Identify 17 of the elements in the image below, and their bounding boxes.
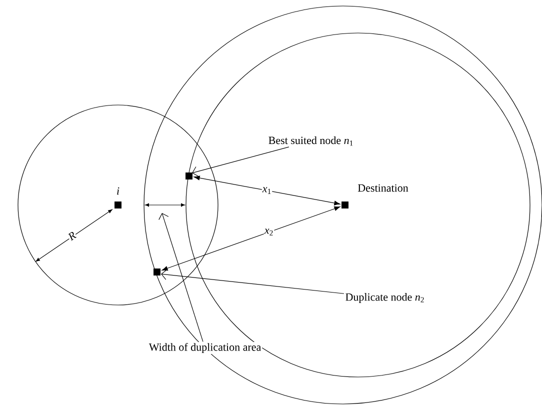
node-square — [186, 172, 192, 180]
node-label: Best suited node n$_{1}$ — [267, 135, 355, 147]
arrow — [192, 146, 290, 177]
node-square — [342, 202, 348, 208]
edge-label: x$_{2}$ — [264, 228, 274, 236]
node-square — [154, 268, 160, 276]
node-square — [114, 202, 122, 208]
arrow — [161, 269, 344, 294]
node-label: Duplicate node n$_{2}$ — [344, 292, 426, 304]
arrow — [158, 213, 204, 342]
node-label: Destination — [358, 184, 408, 192]
node-label: i — [117, 187, 120, 195]
edge-label: x$_{1}$ — [262, 186, 272, 194]
dimension-label: R — [66, 230, 78, 242]
arrow — [194, 176, 340, 206]
arrow — [162, 206, 340, 271]
node-label: Width of duplication area — [148, 342, 262, 354]
